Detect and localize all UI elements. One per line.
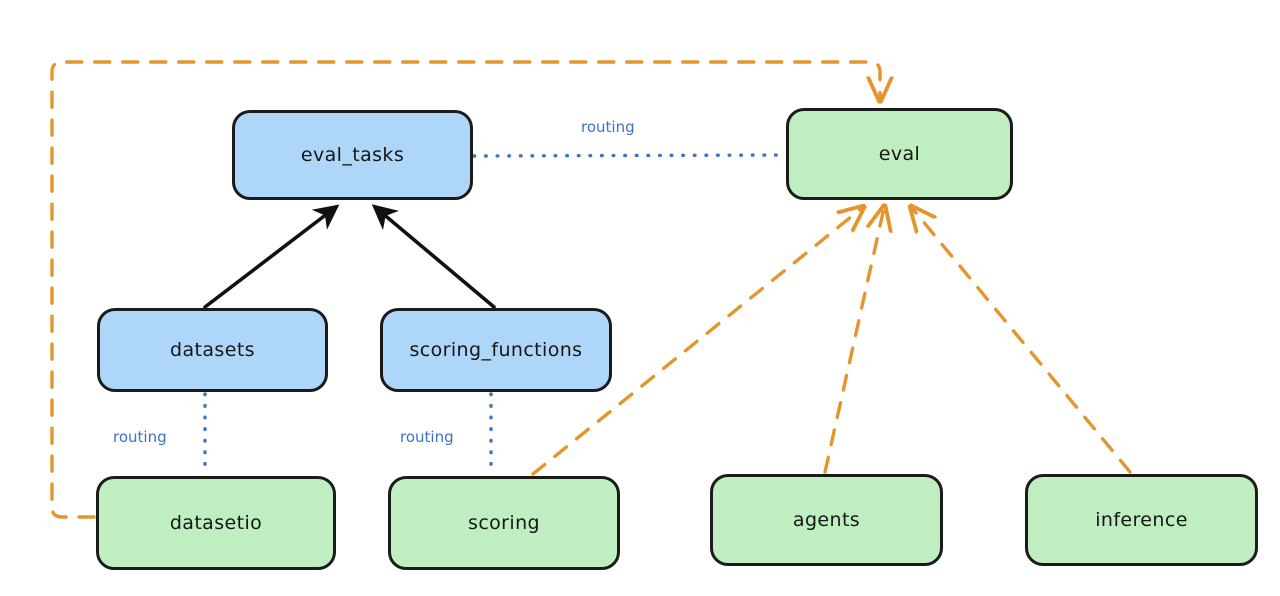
node-label-agents: agents [792, 509, 861, 531]
node-agents[interactable]: agents [710, 474, 943, 566]
node-inference[interactable]: inference [1025, 474, 1258, 566]
node-datasetio[interactable]: datasetio [96, 476, 336, 570]
edge-scoring-to-eval [531, 208, 862, 476]
edge-inference-to-eval [912, 208, 1132, 474]
node-scoring[interactable]: scoring [388, 476, 620, 570]
node-label-eval-tasks: eval_tasks [300, 144, 405, 166]
edge-label-routing-datasets-datasetio: routing [113, 428, 167, 446]
node-datasets[interactable]: datasets [97, 308, 328, 392]
node-scoring-functions[interactable]: scoring_functions [380, 308, 612, 392]
node-label-datasets: datasets [170, 339, 255, 361]
node-label-datasetio: datasetio [169, 512, 263, 534]
node-label-scoring: scoring [468, 512, 540, 534]
edge-datasets-to-eval-tasks [203, 204, 340, 309]
edge-label-routing-eval-tasks-eval: routing [581, 118, 635, 136]
edge-scoring-functions-to-eval-tasks [371, 204, 496, 309]
node-label-inference: inference [1095, 509, 1188, 531]
edge-agents-to-eval [823, 208, 884, 474]
edge-datasetio-to-eval [50, 60, 880, 519]
node-label-scoring-functions: scoring_functions [409, 339, 583, 361]
edge-label-routing-scoring-functions-scoring: routing [400, 428, 454, 446]
node-label-eval: eval [878, 143, 921, 165]
node-eval-tasks[interactable]: eval_tasks [232, 110, 473, 200]
edge-eval-tasks-to-eval [472, 153, 786, 158]
node-eval[interactable]: eval [786, 108, 1013, 200]
